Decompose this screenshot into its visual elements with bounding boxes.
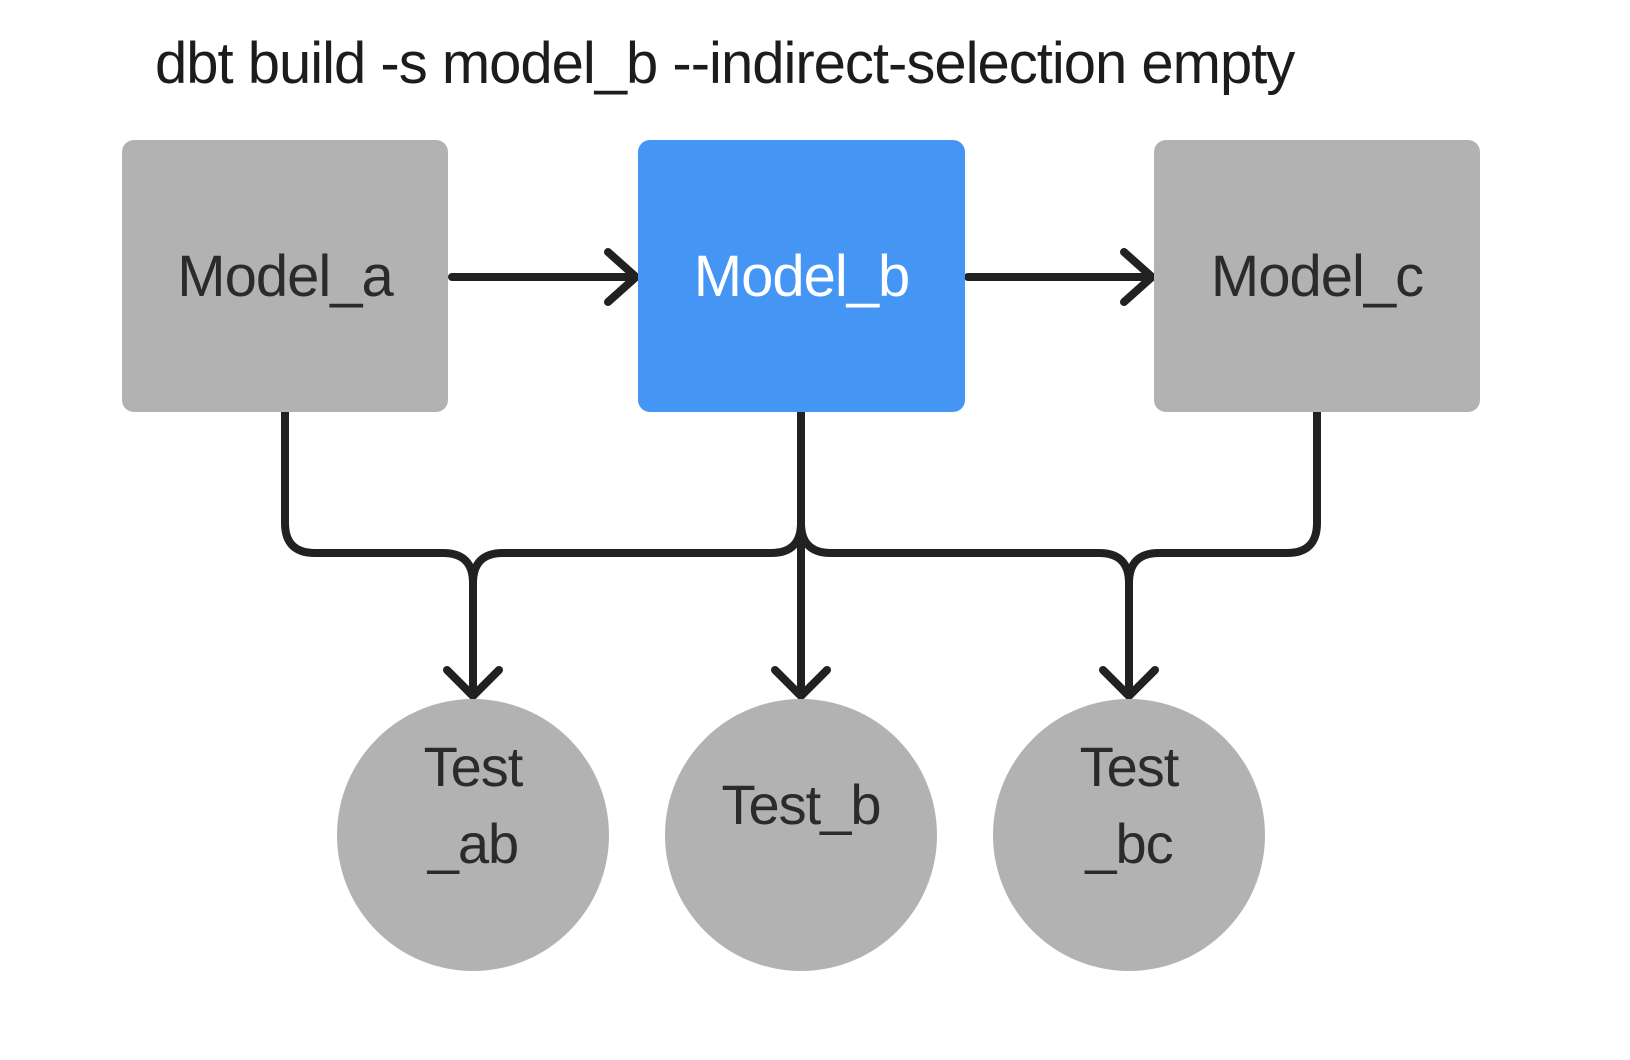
arrowhead-test-ab xyxy=(443,666,503,700)
edge-model-a-to-test-ab xyxy=(281,408,477,694)
node-model-a-label: Model_a xyxy=(177,243,393,309)
node-model-b-label: Model_b xyxy=(693,243,910,309)
edge-model-c-to-test-bc xyxy=(1125,408,1321,694)
node-model-c-label: Model_c xyxy=(1210,243,1424,309)
node-model-b-selected: Model_b xyxy=(638,140,965,412)
node-test-bc: Test _bc xyxy=(993,699,1265,971)
diagram-title: dbt build -s model_b --indirect-selectio… xyxy=(155,31,1295,96)
edge-model-b-to-test-bc xyxy=(797,519,1133,694)
node-test-ab-label: Test _ab xyxy=(423,734,524,875)
node-model-c: Model_c xyxy=(1154,140,1480,412)
node-test-bc-label: Test _bc xyxy=(1079,734,1180,875)
node-model-a: Model_a xyxy=(122,140,448,412)
arrowhead-test-bc xyxy=(1099,666,1159,700)
node-test-b-label: Test_b xyxy=(721,773,882,837)
arrowhead-model-a-to-model-b xyxy=(604,248,640,306)
edge-model-b-to-test-ab xyxy=(469,519,805,694)
arrowhead-test-b xyxy=(771,666,831,700)
node-test-b: Test_b xyxy=(665,699,937,971)
node-test-ab: Test _ab xyxy=(337,699,609,971)
arrowhead-model-b-to-model-c xyxy=(1120,248,1156,306)
